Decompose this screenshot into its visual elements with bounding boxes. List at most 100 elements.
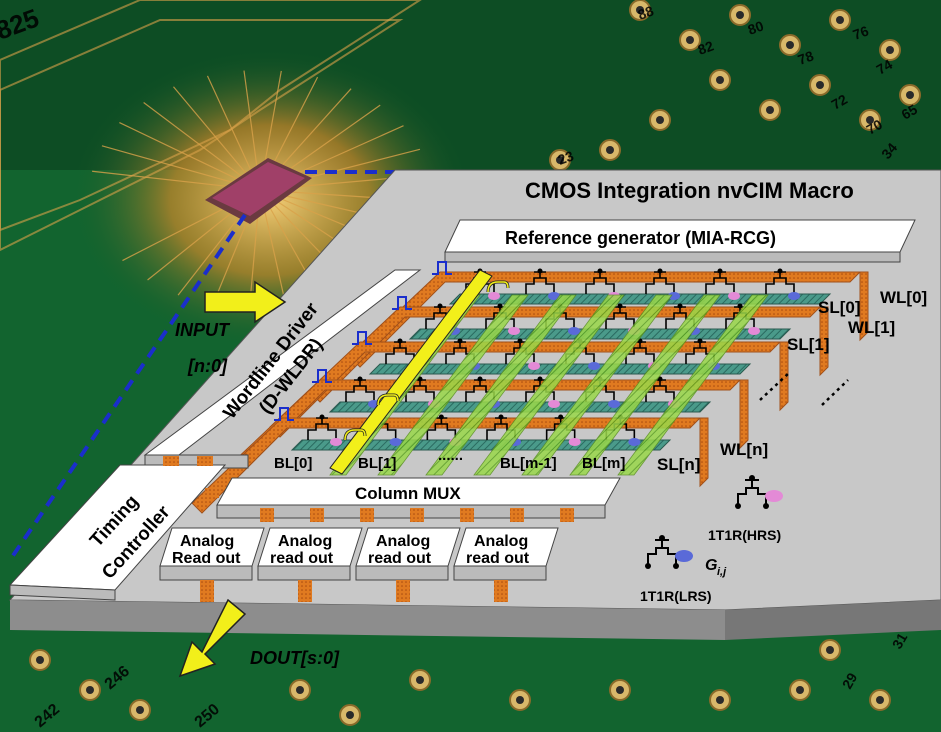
readout-connector xyxy=(494,580,508,602)
bitline-label-3: BL[m-1] xyxy=(500,455,557,472)
transistor-node xyxy=(737,303,743,309)
bitline-column xyxy=(425,294,577,476)
transistor-node xyxy=(617,303,623,309)
current-arrow-icon-fill xyxy=(487,281,509,293)
chip-number-2: 82 xyxy=(696,37,716,57)
hrs-cell-icon-node xyxy=(763,503,769,509)
bitline-label-1: BL[1] xyxy=(358,455,396,472)
column-mux-label: Column MUX xyxy=(355,484,461,503)
board-pad-hole xyxy=(656,116,664,124)
resistive-cell xyxy=(488,292,500,300)
transistor-node xyxy=(537,268,543,274)
board-pad-hole xyxy=(866,116,874,124)
board-pad-hole xyxy=(836,16,844,24)
resistive-cell xyxy=(748,327,760,335)
board-pad-hole xyxy=(296,686,304,694)
mux-connector xyxy=(510,508,524,522)
resistive-cell xyxy=(330,438,342,446)
driver-connector xyxy=(197,456,213,466)
resistive-cell xyxy=(668,292,680,300)
wordline-end xyxy=(739,379,749,450)
chip-number-16: 29 xyxy=(839,670,861,692)
board-pad-hole xyxy=(606,146,614,154)
transistor-node xyxy=(498,414,504,420)
hrs-cell-icon-node xyxy=(749,475,755,481)
chip-die xyxy=(205,158,312,224)
legend-lrs-label: 1T1R(LRS) xyxy=(640,588,712,604)
mux-connector xyxy=(360,508,374,522)
chip-number-8: 70 xyxy=(864,116,886,138)
board-pad-hole xyxy=(766,106,774,114)
wordline-strip xyxy=(191,417,702,514)
readout-connector xyxy=(200,580,214,602)
wordline-strip xyxy=(349,271,862,368)
board-pad-hole xyxy=(416,676,424,684)
transistor-node xyxy=(657,268,663,274)
transistor-node xyxy=(397,338,403,344)
bond-wire xyxy=(143,102,261,191)
timing-connector xyxy=(205,488,219,498)
lrs-cell-icon-node xyxy=(673,563,679,569)
transistor-node xyxy=(537,376,543,382)
board-pad-hole xyxy=(786,41,794,49)
transistor-node xyxy=(558,414,564,420)
resistive-cell xyxy=(548,400,560,408)
readout-label-2-1: Analog xyxy=(376,533,430,550)
board-pad-hole xyxy=(876,696,884,704)
chip-number-1: 88 xyxy=(636,2,656,22)
chip-number-5: 76 xyxy=(851,22,871,42)
mux-connector xyxy=(310,508,324,522)
transistor-node xyxy=(438,414,444,420)
lrs-cell-icon-node xyxy=(659,535,665,541)
readout-base xyxy=(453,565,547,581)
resistive-cell xyxy=(528,362,540,370)
board-pad-hole xyxy=(686,36,694,44)
transistor-node xyxy=(477,376,483,382)
sourceline-label-1: SL[1] xyxy=(787,335,830,354)
input-label-1: INPUT xyxy=(175,320,231,340)
legend-g-label: G xyxy=(705,557,717,574)
board-pad-hole xyxy=(636,6,644,14)
board-pad-hole xyxy=(556,156,564,164)
wordline-strip xyxy=(309,306,822,403)
chip-number-7: 72 xyxy=(829,91,851,113)
bitline-label-2: ...... xyxy=(438,447,463,464)
readout-label-1-2: read out xyxy=(270,550,334,567)
wordline-label-1: WL[1] xyxy=(848,318,895,337)
input-label-2: [n:0] xyxy=(187,356,228,376)
hrs-cell-icon-node xyxy=(735,503,741,509)
legend-hrs-label: 1T1R(HRS) xyxy=(708,527,781,543)
current-arrow-icon-fill xyxy=(377,394,399,406)
chip-number-10: 23 xyxy=(556,147,576,167)
readout-connector xyxy=(298,580,312,602)
selected-bitline xyxy=(329,269,493,475)
readout-label-1-1: Analog xyxy=(278,533,332,550)
chip-number-4: 78 xyxy=(796,47,816,67)
input-arrow xyxy=(204,280,287,324)
hrs-cell-icon-resistor xyxy=(765,490,783,502)
readout-label-0-2: Read out xyxy=(172,550,241,567)
wordline-end xyxy=(779,341,789,412)
transistor-node xyxy=(517,338,523,344)
mux-connector xyxy=(410,508,424,522)
transistor-node xyxy=(697,338,703,344)
transistor-node xyxy=(497,303,503,309)
board-pad-hole xyxy=(136,706,144,714)
pulse-icon xyxy=(392,296,412,310)
board-pad-hole xyxy=(346,711,354,719)
readout-label-0-1: Analog xyxy=(180,533,234,550)
pulse-icon xyxy=(432,261,452,275)
chip-number-9: 65 xyxy=(899,101,921,123)
resistive-cell xyxy=(568,327,580,335)
board-pad-hole xyxy=(86,686,94,694)
bond-wire xyxy=(119,122,261,191)
pulse-icon xyxy=(352,331,372,345)
rows-continuation-dots-2 xyxy=(821,379,849,406)
wordline-end xyxy=(699,417,709,488)
readout-label-3-1: Analog xyxy=(474,533,528,550)
lrs-cell-icon-node xyxy=(645,563,651,569)
reference-generator-label: Reference generator (MIA-RCG) xyxy=(505,228,776,248)
resistive-cell xyxy=(788,292,800,300)
readout-label-3-2: read out xyxy=(466,550,530,567)
